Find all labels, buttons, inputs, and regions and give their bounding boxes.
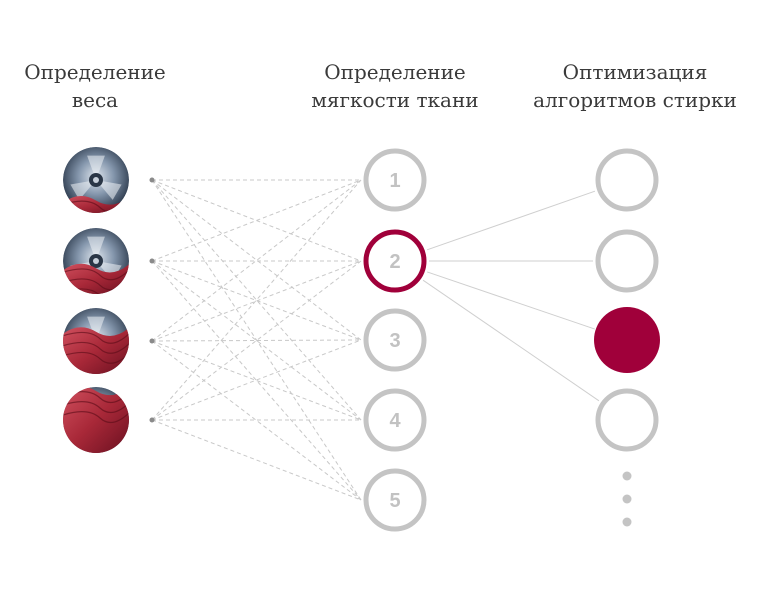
softness-node [363,388,427,452]
ellipsis-dot [622,517,632,527]
dashed-connection [151,340,362,421]
drum-medium-load-icon [63,228,129,294]
algorithm-node [595,148,659,212]
solid-connection [422,279,600,402]
weight-column-title: Определение веса [24,60,166,112]
softness-nodes: 1 2 3 4 5 [363,148,427,532]
input-dot [149,417,155,423]
ellipsis-dot [622,471,632,481]
dashed-connection [151,179,362,501]
softness-node-label: 5 [389,490,400,512]
dashed-connection [151,419,362,501]
dashed-connection [151,260,362,341]
input-dot [149,258,155,264]
softness-node-label: 2 [389,251,400,273]
softness-column-title: Определение мягкости ткани [311,60,479,112]
algorithm-node [595,229,659,293]
softness-node [363,308,427,372]
softness-node [363,468,427,532]
ellipsis-dot [622,494,632,504]
dashed-connection [151,260,362,421]
softness-node-active [363,229,427,293]
algorithm-nodes [594,148,660,452]
softness-node-label: 1 [389,170,400,192]
drum-light-load-icon [63,147,129,213]
dashed-connection [151,179,362,342]
softness-node [363,148,427,212]
solid-connection [427,271,595,330]
dashed-connection [151,339,362,421]
dashed-connection [151,340,362,501]
drum-full-load-icon [63,387,129,453]
connection-lines [151,179,600,501]
algorithm-node [595,388,659,452]
drum-heavy-load-icon [63,308,129,374]
dashed-connection [151,260,362,342]
softness-node-label: 4 [389,410,401,432]
dashed-connection [151,260,362,501]
softness-node-label: 3 [389,330,400,352]
weight-images [63,147,155,453]
dashed-connection [151,179,362,341]
input-dot [149,177,155,183]
algorithm-column-title: Оптимизация алгоритмов стирки [533,60,737,112]
algorithm-node-selected [594,307,660,373]
dashed-connection [151,179,362,262]
dashed-connection [151,260,362,421]
input-dot [149,338,155,344]
ellipsis-vertical-icon [622,471,632,527]
solid-connection [426,190,596,251]
